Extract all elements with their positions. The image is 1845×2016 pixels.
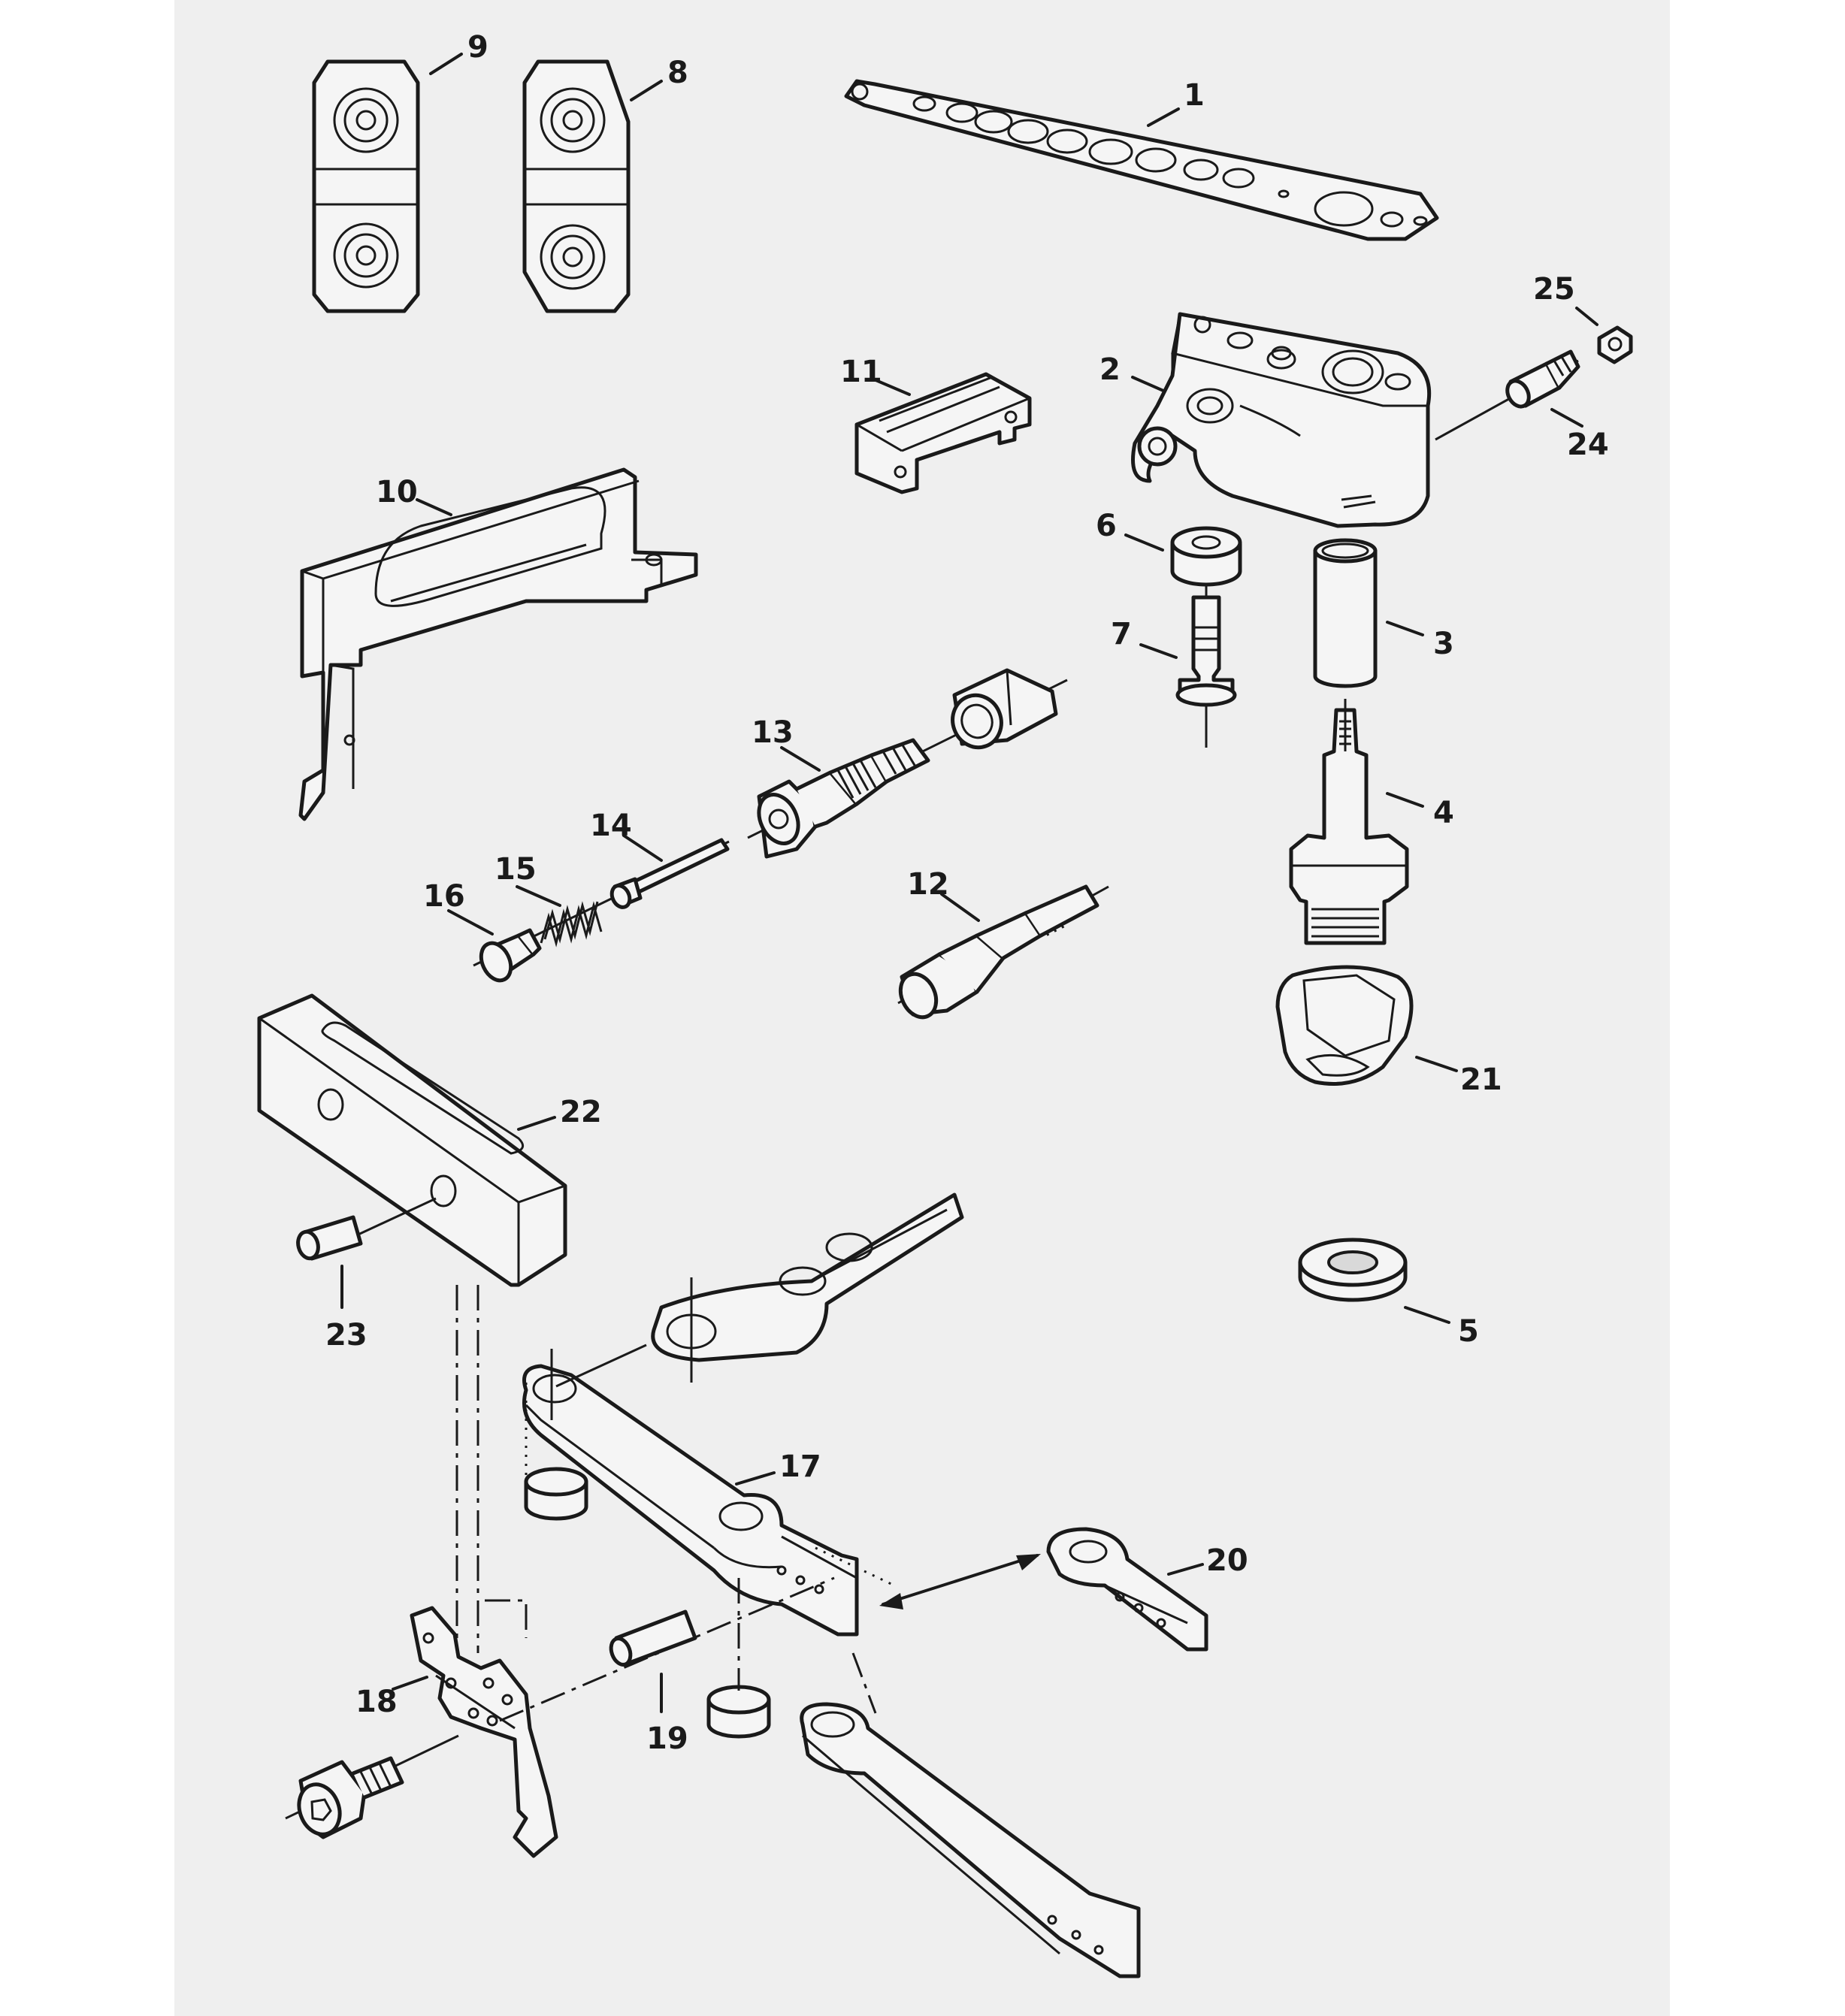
part-9-plate [312, 59, 420, 313]
part-3-sleeve [1313, 538, 1378, 688]
callout-1: 1 [1184, 78, 1205, 113]
callout-labels: 1 2 3 4 5 6 7 8 9 10 11 12 13 14 15 16 1… [325, 30, 1609, 1756]
part-17-cap [524, 1467, 588, 1521]
part-13-cap-nut [951, 668, 1058, 750]
part-11-bracket [854, 372, 1032, 494]
part-22-slotted-block [257, 993, 567, 1287]
callout-5: 5 [1458, 1314, 1479, 1349]
part-16-plunger [479, 928, 542, 983]
part-14-pin [473, 838, 730, 967]
part-7-stud [1175, 586, 1237, 748]
part-19-cap [706, 1685, 771, 1739]
part-20-eye-lever [1046, 1527, 1208, 1652]
callout-10: 10 [376, 475, 418, 509]
part-1-perforated-bar [844, 79, 1439, 241]
callout-16: 16 [423, 879, 465, 914]
part-25-nut [1597, 325, 1633, 364]
callout-3: 3 [1433, 627, 1454, 661]
callout-24: 24 [1567, 428, 1609, 462]
part-18-lever-bracket [410, 1606, 558, 1858]
callout-8: 8 [667, 56, 688, 90]
callout-13: 13 [752, 715, 794, 750]
callout-23: 23 [325, 1318, 367, 1353]
callout-19: 19 [646, 1721, 688, 1756]
part-4-threaded-shaft [1289, 699, 1409, 945]
part-21-tab-washer [1275, 965, 1414, 1086]
part-5-washer [1298, 1238, 1408, 1302]
callout-9: 9 [467, 30, 488, 65]
part-6-cap [1170, 526, 1242, 587]
part-2-rocker-housing [1131, 312, 1432, 528]
part-23-pin [296, 1197, 437, 1261]
cap-screw [285, 1734, 459, 1839]
leader-lines [340, 53, 1598, 1713]
callout-7: 7 [1111, 617, 1132, 651]
assembly-axes [455, 1285, 895, 1722]
upper-link-arm [651, 1192, 964, 1383]
lower-long-lever [800, 1702, 1141, 1978]
part-19-dowel [609, 1609, 697, 1667]
assembly-arrows [879, 1554, 1041, 1609]
part-15-spring [540, 901, 603, 948]
callout-22: 22 [560, 1095, 602, 1129]
callout-21: 21 [1460, 1062, 1502, 1097]
callout-12: 12 [907, 867, 949, 902]
callout-20: 20 [1206, 1543, 1248, 1578]
callout-2: 2 [1099, 352, 1121, 387]
callout-14: 14 [590, 809, 632, 843]
part-12-hex-stud [897, 884, 1109, 1020]
callout-18: 18 [355, 1685, 398, 1719]
callout-4: 4 [1433, 796, 1454, 830]
callout-6: 6 [1096, 509, 1117, 543]
part-10-casting [298, 467, 698, 821]
part-17-double-link [522, 1343, 859, 1637]
callout-17: 17 [779, 1449, 821, 1484]
part-24-pin [1435, 349, 1580, 441]
callout-25: 25 [1533, 272, 1575, 307]
callout-15: 15 [495, 852, 537, 887]
callout-11: 11 [840, 355, 882, 389]
part-8-plate [522, 59, 631, 313]
